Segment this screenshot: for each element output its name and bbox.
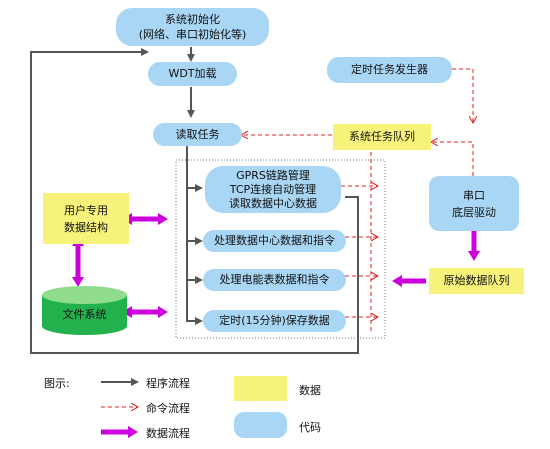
system-task-queue-label: 系统任务队列 [349, 130, 415, 143]
timed-save-label: 定时(15分钟)保存数据 [219, 314, 330, 327]
gprs-line3: 读取数据中心数据 [229, 196, 317, 210]
legend-data-swatch [234, 376, 287, 401]
file-system-cylinder [42, 286, 127, 335]
file-system-label: 文件系统 [62, 308, 107, 321]
legend-command-flow-label: 命令流程 [146, 402, 190, 415]
legend-title: 图示: [44, 377, 70, 390]
user-data-structure-line1: 用户专用 [64, 203, 108, 217]
program-loop-back-line [30, 48, 359, 354]
process-center-data-node: 处理数据中心数据和指令 [203, 230, 346, 252]
process-center-data-label: 处理数据中心数据和指令 [214, 234, 335, 247]
gprs-line1: GPRS链路管理 [236, 168, 310, 182]
gprs-line2: TCP连接自动管理 [229, 182, 317, 196]
legend-data-flow-label: 数据流程 [146, 427, 190, 440]
user-data-structure: 用户专用 数据结构 [43, 193, 129, 244]
timer-generator-label: 定时任务发生器 [351, 63, 428, 76]
read-task-label: 读取任务 [175, 127, 220, 141]
raw-data-queue: 原始数据队列 [429, 268, 524, 294]
legend-code-swatch [234, 412, 287, 438]
init-node-line1: 系统初始化 [165, 13, 220, 26]
module-frame [175, 159, 386, 339]
serial-driver-node: 串口 底层驱动 [429, 176, 519, 231]
user-data-structure-line2: 数据结构 [64, 220, 108, 234]
wdt-load-label: WDT加载 [168, 67, 217, 80]
serial-driver-line1: 串口 [463, 188, 485, 202]
timed-save-node: 定时(15分钟)保存数据 [203, 310, 346, 332]
raw-data-queue-label: 原始数据队列 [443, 274, 510, 287]
legend-program-flow-label: 程序流程 [146, 377, 190, 390]
read-task-node: 读取任务 [153, 123, 242, 146]
data-flow-arrows [72, 213, 480, 318]
process-meter-data-label: 处理电能表数据和指令 [219, 273, 330, 286]
gprs-management-node: GPRS链路管理 TCP连接自动管理 读取数据中心数据 [205, 166, 341, 213]
wdt-load-node: WDT加载 [148, 62, 237, 86]
timer-generator-node: 定时任务发生器 [327, 57, 452, 83]
command-flow-lines [242, 68, 473, 334]
system-task-queue: 系统任务队列 [333, 124, 431, 150]
serial-driver-line2: 底层驱动 [452, 205, 496, 219]
legend-data-label: 数据 [299, 384, 321, 397]
file-system-label-box: 文件系统 [42, 300, 127, 330]
legend-code-label: 代码 [299, 421, 321, 434]
init-node: 系统初始化 (网络、串口初始化等) [116, 8, 269, 46]
init-node-line2: (网络、串口初始化等) [138, 28, 247, 41]
process-meter-data-node: 处理电能表数据和指令 [203, 269, 346, 291]
